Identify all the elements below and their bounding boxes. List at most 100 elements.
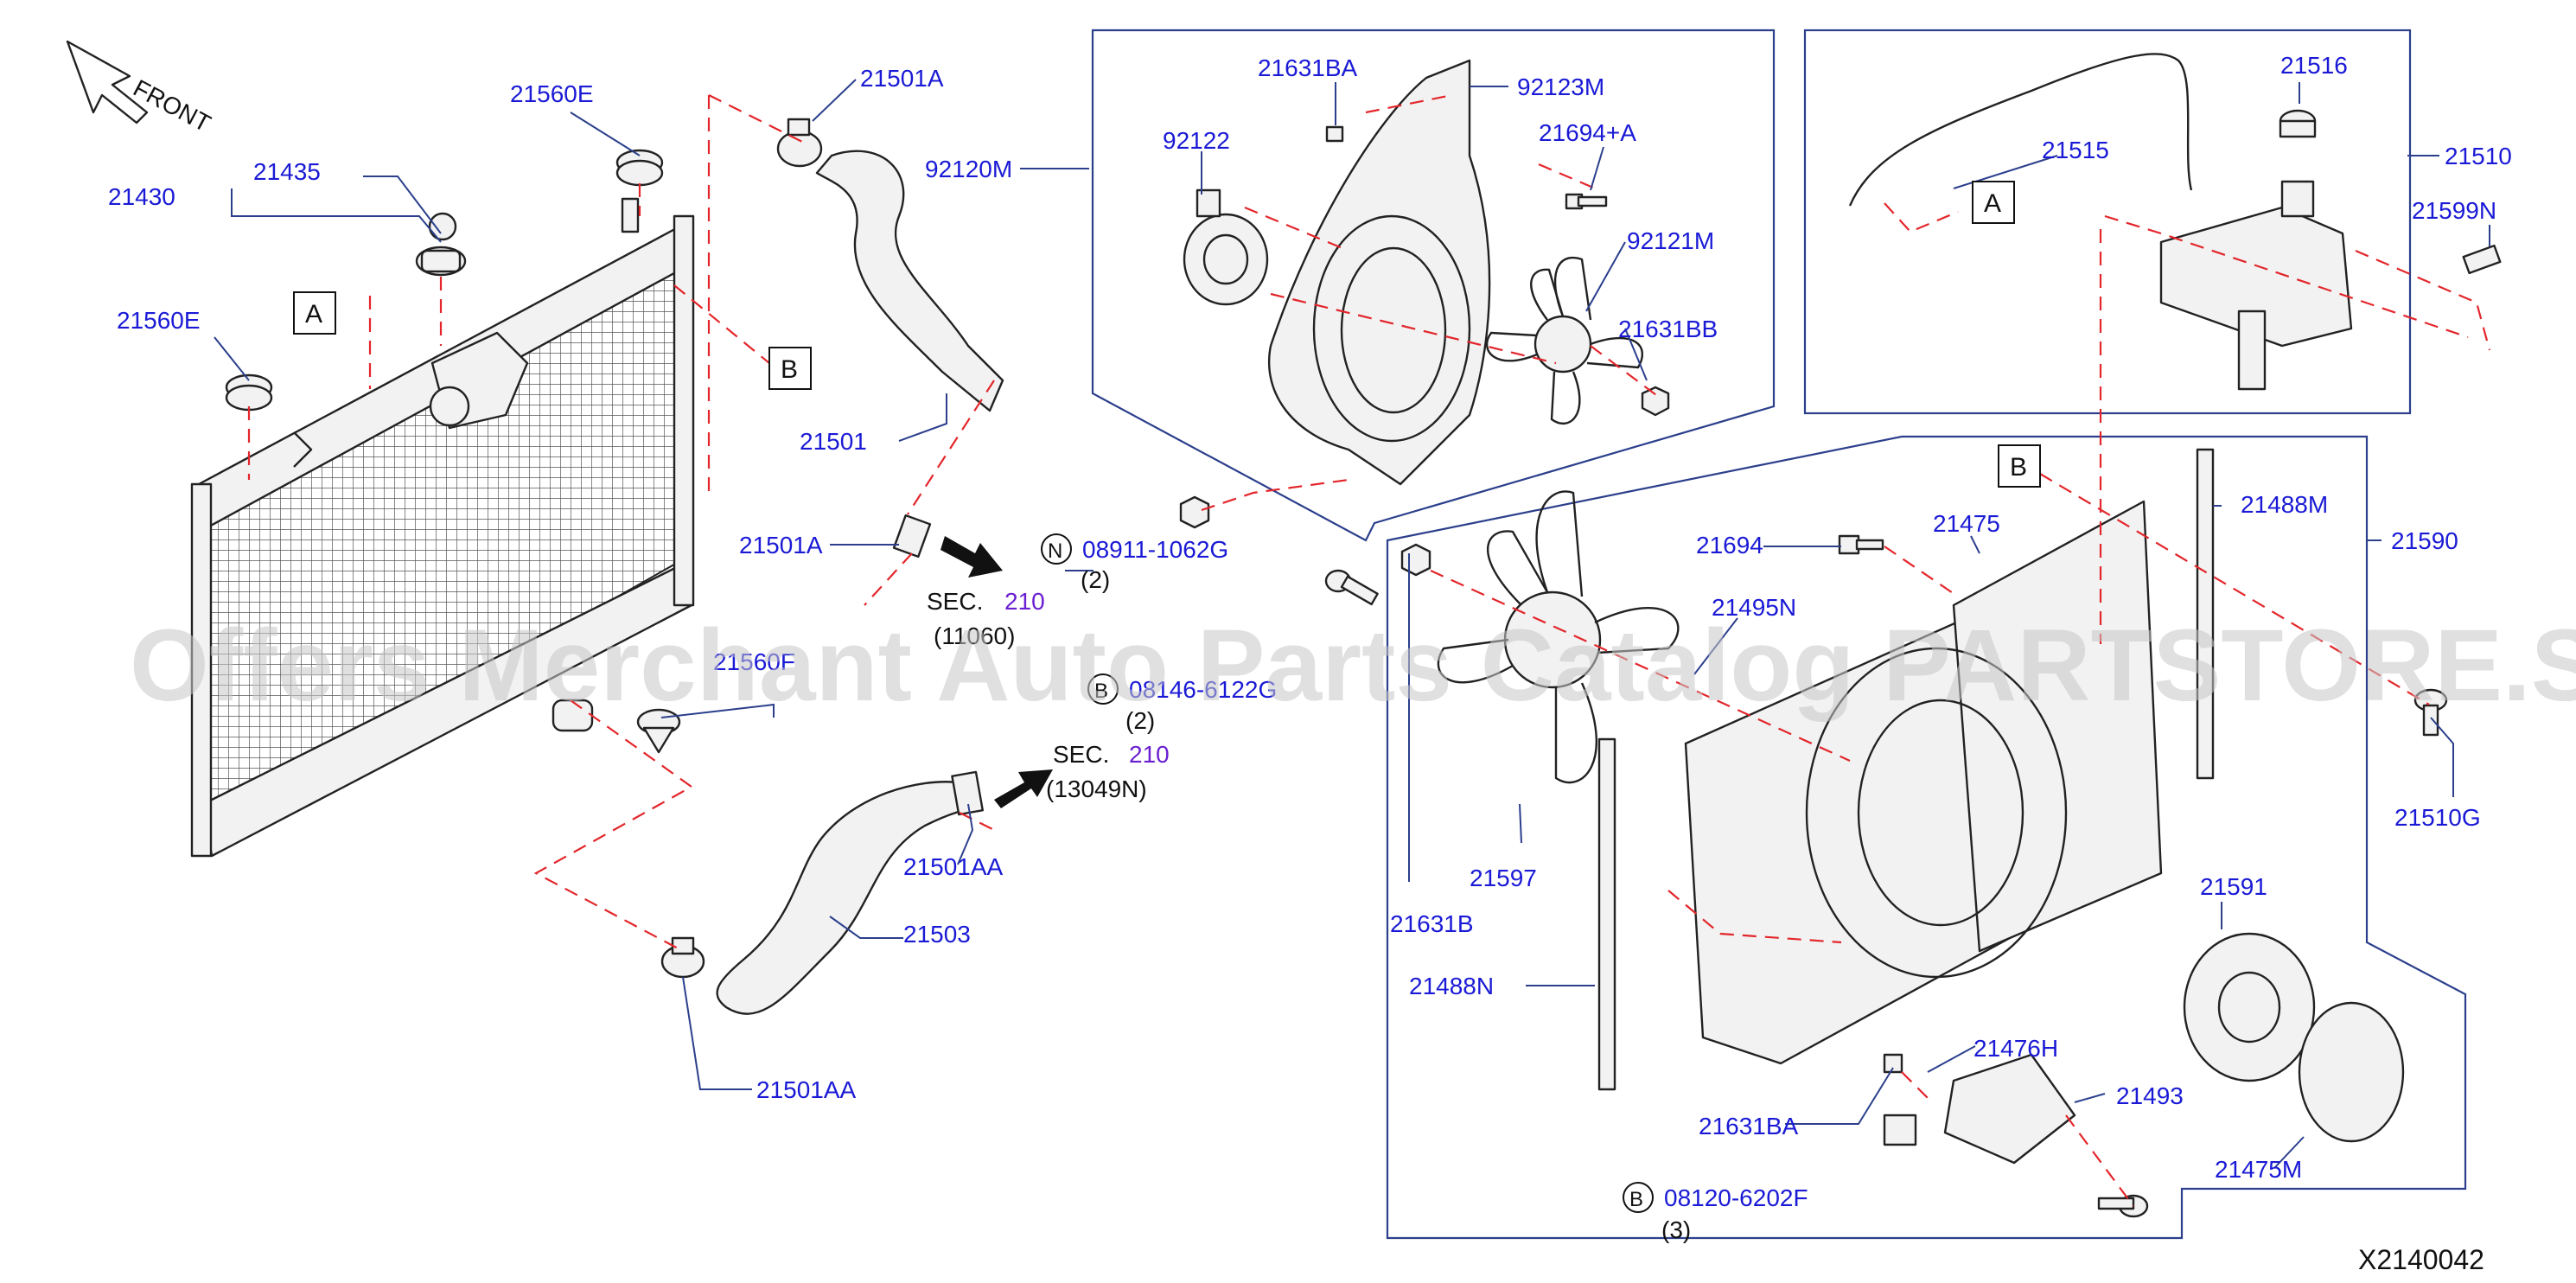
part-label-21501a-top: 21501A <box>860 65 944 92</box>
part-label-21510: 21510 <box>2445 143 2512 169</box>
svg-text:B: B <box>1629 1188 1643 1211</box>
part-label-21515: 21515 <box>2042 137 2109 163</box>
svg-text:N: N <box>1048 539 1062 563</box>
part-label-21631ba-top: 21631BA <box>1258 54 1358 81</box>
svg-text:(3): (3) <box>1661 1216 1691 1243</box>
section-ref-upper: SEC. 210 (11060) <box>927 588 1045 649</box>
fan-shroud-large-illustration <box>1684 500 2163 1065</box>
part-label-92123m: 92123M <box>1517 73 1604 100</box>
watermark: Offers Merchant Auto Parts Catalog PARTS… <box>130 609 2576 723</box>
part-label-21631b: 21631B <box>1390 910 1474 937</box>
sec-sub: (13049N) <box>1046 776 1147 802</box>
svg-text:A: A <box>305 300 322 329</box>
part-label-21475: 21475 <box>1933 510 2000 537</box>
part-label-21631ba-bot: 21631BA <box>1699 1113 1799 1139</box>
fastener-callout-n: N 08911-1062G (2) <box>1041 533 1228 593</box>
ref-box-b-right: B <box>1998 444 2041 488</box>
badge-circle-icon <box>1087 673 1119 705</box>
bolt-small-icon <box>1565 193 1608 210</box>
part-label-21516: 21516 <box>2280 52 2348 79</box>
section-arrow-upper-icon <box>940 536 1003 578</box>
sec-sub: (11060) <box>934 622 1015 649</box>
part-label-21476h: 21476H <box>1973 1035 2058 1062</box>
bolt-mid-icon <box>1324 569 1379 606</box>
part-label-21560f: 21560F <box>713 648 795 675</box>
part-label-21597: 21597 <box>1470 865 1537 891</box>
bolt-bottom-icon <box>2097 1194 2149 1218</box>
upper-hose-icon <box>815 150 1004 412</box>
part-label-21694: 21694 <box>1696 532 1763 559</box>
radiator-cap-icon <box>415 212 467 277</box>
svg-text:(2): (2) <box>1081 566 1110 593</box>
fan-motor-group-frame <box>1091 29 1776 542</box>
fan-blade-large-icon <box>1437 490 1680 784</box>
front-label: FRONT <box>129 74 215 137</box>
badge-circle-icon <box>1623 1182 1654 1213</box>
overflow-hose-icon <box>1848 53 2193 207</box>
clip-bottom-icon <box>1883 1053 1903 1074</box>
ref-box-a-left: A <box>293 291 336 335</box>
svg-text:08911-1062G: 08911-1062G <box>1082 536 1228 563</box>
part-label-92120m: 92120M <box>925 156 1012 182</box>
fan-controller-icon <box>1883 1053 2076 1165</box>
badge-circle-icon <box>1041 533 1072 565</box>
clip-small-icon <box>1325 125 1344 143</box>
part-label-21488m: 21488M <box>2241 491 2328 518</box>
shroud-group-frame <box>1386 435 2467 1240</box>
reservoir-tank-icon <box>2159 180 2353 391</box>
part-label-21501a-mid: 21501A <box>739 532 823 559</box>
fan-motor-large-icon <box>2183 932 2316 1082</box>
front-arrow-icon <box>66 40 149 124</box>
part-label-21510g: 21510G <box>2394 804 2481 831</box>
radiator-illustration <box>190 197 695 858</box>
reservoir-cap-icon <box>2279 109 2317 138</box>
part-label-21488n: 21488N <box>1409 973 1494 999</box>
svg-text:B: B <box>781 355 798 384</box>
bolt-right-icon <box>2413 688 2448 737</box>
leader-lines <box>214 79 2490 1168</box>
part-label-21430: 21430 <box>108 183 175 210</box>
part-label-21493: 21493 <box>2116 1082 2184 1109</box>
diagram-code: X2140042 <box>2358 1244 2484 1275</box>
ref-box-b-left: B <box>768 347 812 390</box>
part-label-21631bb: 21631BB <box>1618 316 1718 342</box>
clamp-lower-icon <box>951 770 984 816</box>
lower-hose-icon <box>716 781 979 1015</box>
svg-text:B: B <box>2010 453 2027 482</box>
part-label-21694a: 21694+A <box>1539 119 1636 146</box>
fan-motor-small-icon <box>1183 188 1269 306</box>
part-label-21560e-top: 21560E <box>510 80 594 107</box>
part-label-92121m: 92121M <box>1627 227 1714 254</box>
sec-number: 210 <box>1004 588 1045 615</box>
clamp-top-icon <box>776 118 823 168</box>
section-arrow-lower-icon <box>994 769 1053 808</box>
reservoir-group-frame <box>1803 29 2412 415</box>
part-label-21501aa-mid: 21501AA <box>903 853 1004 880</box>
clamp-mid-icon <box>892 514 932 559</box>
seal-strip-left-icon <box>1597 737 1616 1091</box>
svg-text:(2): (2) <box>1125 707 1155 734</box>
part-label-21501: 21501 <box>800 428 867 455</box>
part-label-21435: 21435 <box>253 158 321 185</box>
motor-cover-icon <box>2298 1001 2405 1143</box>
part-label-21591: 21591 <box>2200 873 2267 900</box>
part-label-21495n: 21495N <box>1712 594 1796 621</box>
section-ref-lower: SEC. 210 (13049N) <box>1046 741 1170 802</box>
svg-text:08120-6202F: 08120-6202F <box>1664 1184 1808 1211</box>
part-label-92122: 92122 <box>1163 127 1230 154</box>
part-label-21599n: 21599N <box>2412 197 2496 224</box>
grommet-left-icon <box>225 373 273 412</box>
fastener-callout-b-mid: B 08146-6122G (2) <box>1087 673 1277 734</box>
svg-text:08146-6122G: 08146-6122G <box>1129 676 1277 703</box>
part-label-21560e-left: 21560E <box>117 307 201 334</box>
part-label-21590: 21590 <box>2391 527 2458 554</box>
fastener-callout-b-bottom: B 08120-6202F (3) <box>1623 1182 1808 1243</box>
nut-small-icon <box>1641 386 1670 417</box>
bolt-shroud-icon <box>1838 534 1884 555</box>
nut-shroud-icon <box>1400 543 1431 577</box>
part-labels: 21560E 21435 21430 21560E 21560F 21501A … <box>108 52 2512 1183</box>
ref-box-a-right: A <box>1972 181 2015 224</box>
fan-shroud-small-illustration <box>1267 59 1491 486</box>
part-label-21501aa-bot: 21501AA <box>756 1076 857 1103</box>
